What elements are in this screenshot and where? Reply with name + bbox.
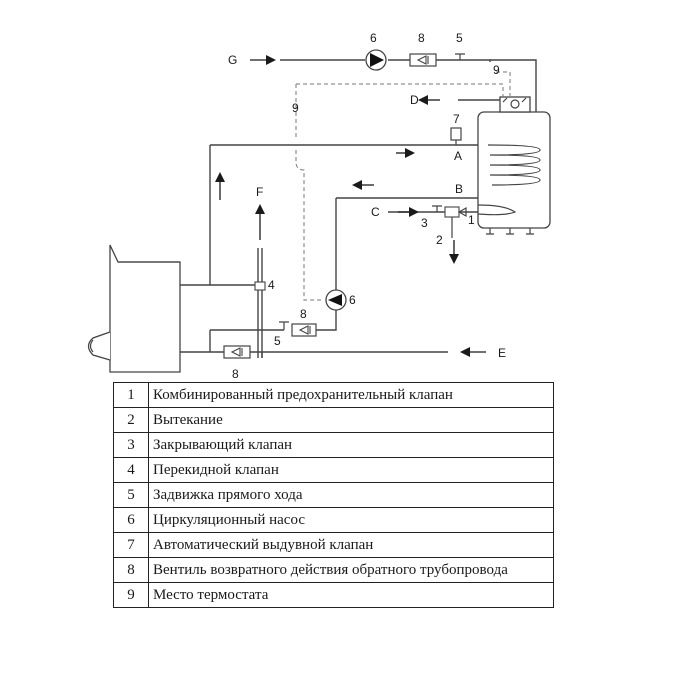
legend-text: Вентиль возвратного действия обратного т… <box>148 557 554 583</box>
label-8-bottom: 8 <box>232 367 239 381</box>
label-1: 1 <box>468 213 475 227</box>
heating-system-diagram: G D A B C F E 6 8 5 9 9 7 3 1 2 4 6 8 5 … <box>87 31 551 381</box>
flow-arrows <box>215 55 486 357</box>
label-E: E <box>498 346 506 360</box>
diagram-labels: G D A B C F E 6 8 5 9 9 7 3 1 2 4 6 8 5 … <box>228 31 506 381</box>
label-D: D <box>410 93 419 107</box>
legend-row: 3 Закрывающий клапан <box>113 432 554 458</box>
label-8-mid: 8 <box>300 307 307 321</box>
water-heater-tank <box>477 96 551 235</box>
legend-row: 9 Место термостата <box>113 582 554 608</box>
label-A: A <box>454 149 462 163</box>
legend-number: 3 <box>113 432 149 458</box>
legend-number: 1 <box>113 382 149 408</box>
label-7: 7 <box>453 112 460 126</box>
legend-text: Комбинированный предохранительный клапан <box>148 382 554 408</box>
legend-row: 2 Вытекание <box>113 407 554 433</box>
legend-number: 2 <box>113 407 149 433</box>
legend-text: Автоматический выдувной клапан <box>148 532 554 558</box>
label-4: 4 <box>268 278 275 292</box>
legend-number: 7 <box>113 532 149 558</box>
label-6-mid: 6 <box>349 293 356 307</box>
check-valve-8-bottom <box>223 345 251 359</box>
pipes <box>180 59 537 358</box>
check-valve-8-mid <box>291 323 317 337</box>
legend-text: Циркуляционный насос <box>148 507 554 533</box>
check-valve-8-top <box>409 53 437 67</box>
legend-table: 1 Комбинированный предохранительный клап… <box>113 382 554 608</box>
gate-valve-5-top <box>455 53 465 60</box>
label-9-left: 9 <box>292 101 299 115</box>
label-8-top: 8 <box>418 31 425 45</box>
legend-number: 4 <box>113 457 149 483</box>
legend-text: Перекидной клапан <box>148 457 554 483</box>
gate-valve-5-mid <box>279 321 289 330</box>
pump-6-mid <box>325 289 347 311</box>
label-3: 3 <box>421 216 428 230</box>
valve-group-1-3 <box>432 205 467 218</box>
legend-text: Вытекание <box>148 407 554 433</box>
label-5-top: 5 <box>456 31 463 45</box>
label-2: 2 <box>436 233 443 247</box>
legend-row: 7 Автоматический выдувной клапан <box>113 532 554 558</box>
label-F: F <box>256 185 263 199</box>
legend-row: 1 Комбинированный предохранительный клап… <box>113 382 554 408</box>
thermostat-line <box>295 83 504 301</box>
legend-row: 4 Перекидной клапан <box>113 457 554 483</box>
valve-4 <box>254 281 266 291</box>
label-6-top: 6 <box>370 31 377 45</box>
label-C: C <box>371 205 380 219</box>
pump-6-top <box>365 49 387 71</box>
boiler <box>87 244 181 373</box>
label-9-top: 9 <box>493 63 500 77</box>
label-B: B <box>455 182 463 196</box>
legend-number: 9 <box>113 582 149 608</box>
legend-number: 5 <box>113 482 149 508</box>
legend-text: Задвижка прямого хода <box>148 482 554 508</box>
legend-number: 6 <box>113 507 149 533</box>
air-vent-7 <box>450 127 462 145</box>
legend-text: Место термостата <box>148 582 554 608</box>
legend-row: 8 Вентиль возвратного действия обратного… <box>113 557 554 583</box>
legend-row: 6 Циркуляционный насос <box>113 507 554 533</box>
legend-text: Закрывающий клапан <box>148 432 554 458</box>
legend-number: 8 <box>113 557 149 583</box>
label-G: G <box>228 53 237 67</box>
legend-row: 5 Задвижка прямого хода <box>113 482 554 508</box>
label-5-mid: 5 <box>274 334 281 348</box>
